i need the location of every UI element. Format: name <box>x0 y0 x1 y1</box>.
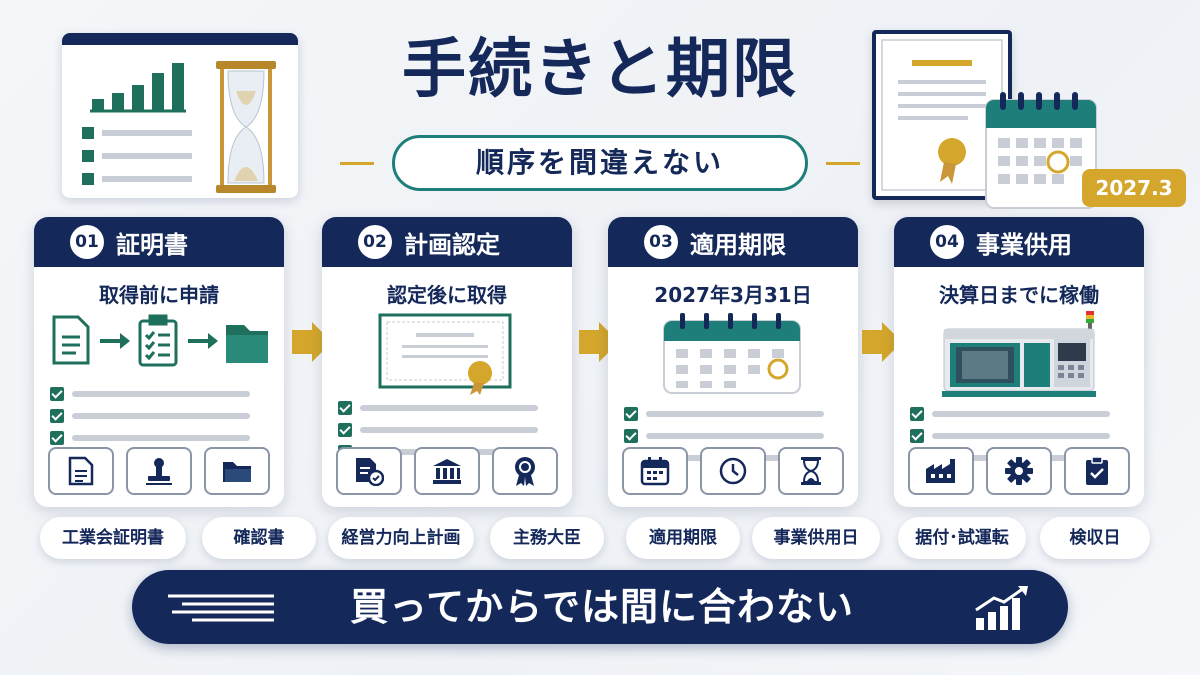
clock-icon <box>700 447 766 495</box>
banner-text: 買ってからでは間に合わない <box>350 585 854 629</box>
checklist-icon <box>82 127 192 185</box>
stamp-icon <box>126 447 192 495</box>
checkbox-icon <box>50 387 64 401</box>
label-pill: 工業会証明書 <box>40 517 186 559</box>
step-card-1: 01 証明書 取得前に申請 <box>34 217 284 507</box>
step-card-4: 04 事業供用 決算日までに稼働 <box>894 217 1144 507</box>
step-subtitle: 決算日までに稼働 <box>939 283 1099 307</box>
bottom-banner: 買ってからでは間に合わない <box>132 570 1068 644</box>
speed-lines-icon <box>168 594 274 622</box>
subtitle-pill: 順序を間違えない <box>392 135 808 191</box>
factory-icon <box>908 447 974 495</box>
checkbox-icon <box>338 423 352 437</box>
hourglass-icon <box>216 61 276 193</box>
certificate-icon <box>378 313 512 395</box>
checkbox-icon <box>910 429 924 443</box>
top-left-illustration <box>62 33 298 198</box>
label-pill: 検収日 <box>1040 517 1150 559</box>
step-number: 04 <box>930 225 964 259</box>
folder-icon <box>226 325 268 363</box>
calendar-icon <box>663 313 801 394</box>
subtitle-group: 順序を間違えない <box>340 135 860 191</box>
icon-row <box>622 447 844 495</box>
card-header-bar <box>62 33 298 45</box>
label-pill: 主務大臣 <box>490 517 604 559</box>
document-check-icon <box>336 447 402 495</box>
icon-row <box>48 447 270 495</box>
step-card-3: 03 適用期限 2027年3月31日 <box>608 217 858 507</box>
step-subtitle: 2027年3月31日 <box>654 283 812 307</box>
hourglass-icon <box>778 447 844 495</box>
label-pill: 適用期限 <box>626 517 740 559</box>
checkbox-icon <box>338 401 352 415</box>
certificate-icon <box>881 39 1003 191</box>
step-title: 事業供用 <box>976 230 1072 259</box>
arrow-right-icon <box>862 322 902 362</box>
clipboard-check-icon <box>1064 447 1130 495</box>
folder-icon <box>204 447 270 495</box>
subtitle-divider-left <box>340 162 374 165</box>
step-subtitle: 認定後に取得 <box>387 283 507 307</box>
step-title: 適用期限 <box>690 230 786 259</box>
checkbox-icon <box>624 429 638 443</box>
step-header: 04 事業供用 <box>894 217 1144 267</box>
subtitle-divider-right <box>826 162 860 165</box>
calendar-icon <box>622 447 688 495</box>
checkbox-icon <box>624 407 638 421</box>
icon-row <box>336 447 558 495</box>
checkbox-icon <box>50 409 64 423</box>
step-header: 01 証明書 <box>34 217 284 267</box>
clipboard-icon <box>138 314 178 367</box>
year-badge: 2027.3 <box>1082 169 1186 207</box>
label-pill: 経営力向上計画 <box>328 517 474 559</box>
government-building-icon <box>414 447 480 495</box>
document-icon <box>48 447 114 495</box>
step-header: 02 計画認定 <box>322 217 572 267</box>
document-icon <box>52 315 90 365</box>
step-card-2: 02 計画認定 認定後に取得 <box>322 217 572 507</box>
checklist <box>50 383 250 449</box>
checkbox-icon <box>910 407 924 421</box>
page-title: 手続きと期限 <box>402 33 798 107</box>
label-pill: 確認書 <box>202 517 316 559</box>
label-pill: 据付･試運転 <box>898 517 1026 559</box>
step-title: 証明書 <box>116 230 188 259</box>
growth-chart-icon <box>975 586 1028 630</box>
step-number: 01 <box>70 225 104 259</box>
bar-chart-icon <box>82 61 276 193</box>
label-pill: 事業供用日 <box>752 517 880 559</box>
document-flow-icon <box>52 314 268 367</box>
step-number: 02 <box>358 225 392 259</box>
step-header: 03 適用期限 <box>608 217 858 267</box>
calendar-icon <box>985 92 1097 209</box>
step-subtitle: 取得前に申請 <box>99 283 219 307</box>
icon-row <box>908 447 1130 495</box>
gear-icon <box>986 447 1052 495</box>
award-badge-icon <box>492 447 558 495</box>
checkbox-icon <box>50 431 64 445</box>
step-number: 03 <box>644 225 678 259</box>
cnc-machine-icon <box>942 311 1096 397</box>
step-title: 計画認定 <box>404 230 500 259</box>
